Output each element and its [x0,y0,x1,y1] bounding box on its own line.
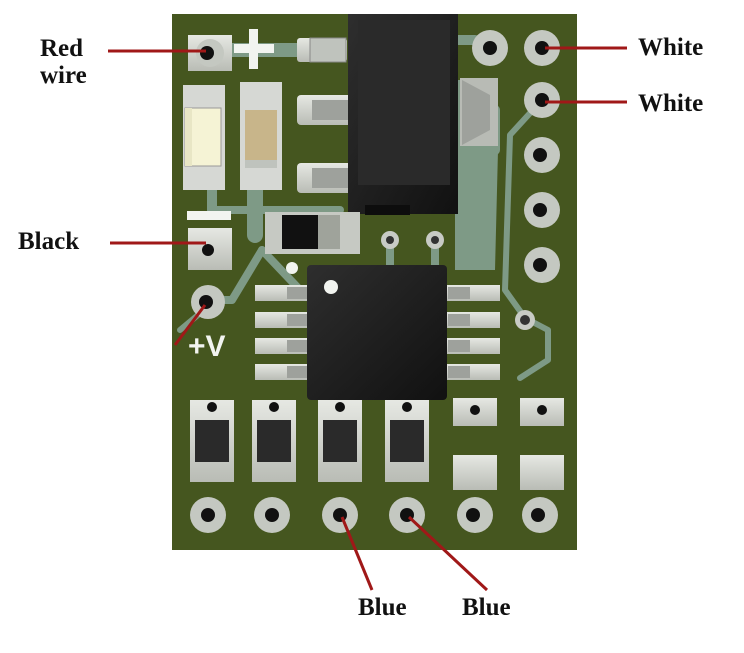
resistor-component [240,82,282,190]
silk-voltage-label: +V [188,330,226,363]
led-component [183,85,225,190]
label-white-second: White [638,90,704,117]
diode-component [265,212,360,254]
label-red-wire-line2: wire [40,62,87,89]
label-red-wire-line1: Red [40,35,84,62]
bottom-smd-components [190,398,564,490]
silkscreen-markings [187,29,274,220]
leader-blue-right [407,515,489,592]
pad-red-wire [188,35,232,71]
label-white-top: White [638,34,704,61]
leader-plus-v [173,304,207,346]
right-header-holes [472,30,560,283]
voltage-regulator-chip [348,14,458,215]
ic-soic8 [255,265,500,400]
vias [286,231,535,330]
leader-blue-left [340,516,374,591]
bottom-header-holes [190,497,558,533]
leader-lines [108,46,627,592]
pad-black-wire [188,228,232,270]
label-blue-right: Blue [462,594,511,621]
label-black: Black [18,228,80,255]
pad-plus-v [191,285,225,319]
label-blue-left: Blue [358,594,407,621]
